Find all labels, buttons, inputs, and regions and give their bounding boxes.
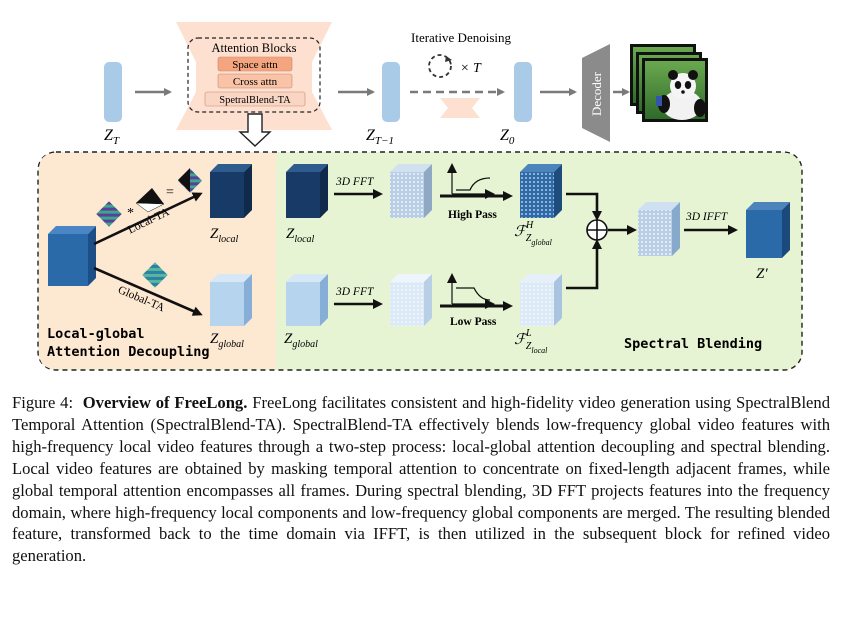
z-global-label-right: Zglobal xyxy=(284,331,318,350)
output-video-frames xyxy=(630,44,708,122)
mask-equals: = xyxy=(166,185,174,200)
f-low-sup: L xyxy=(525,328,532,339)
mask-b-white-icon xyxy=(135,202,165,213)
z-local-label-right: Zlocal xyxy=(286,226,315,245)
space-attn-box xyxy=(217,56,293,72)
zoom-down-arrow xyxy=(238,113,272,147)
z-prime-cube xyxy=(746,202,790,258)
z-global-cube-right xyxy=(286,274,328,326)
caption-body: FreeLong facilitates consistent and high… xyxy=(12,393,831,566)
attention-blocks-title: Attention Blocks xyxy=(211,41,296,55)
mask-global-icon xyxy=(142,262,168,288)
high-pass-filter-icon xyxy=(447,163,495,199)
low-pass-label: Low Pass xyxy=(450,316,497,328)
ifft-label: 3D IFFT xyxy=(685,211,729,223)
local-global-title-line2: Attention Decoupling xyxy=(47,344,210,360)
f-high-label: ℱZglobal xyxy=(514,224,553,247)
cross-attn-label: Cross attn xyxy=(233,76,278,88)
z-global-cube-left xyxy=(210,274,252,326)
denoise-mini-hourglass xyxy=(440,98,480,118)
denoise-loop-icon xyxy=(428,54,452,78)
attention-blocks-frame xyxy=(187,37,321,113)
spectralblend-box xyxy=(204,91,306,107)
freq-cube-local xyxy=(390,164,432,218)
blended-freq-cube xyxy=(638,202,680,256)
local-ta-arrow xyxy=(93,192,203,246)
freq-cube-global xyxy=(390,274,432,326)
space-attn-label: Space attn xyxy=(232,59,278,71)
spectralblend-label: SpetralBlend-TA xyxy=(219,95,291,106)
method-figure: ZT Attention Blocks Space attn Cross att… xyxy=(37,22,803,371)
cross-attn-box xyxy=(217,73,293,89)
decoder-block xyxy=(582,44,610,142)
mask-star: * xyxy=(127,206,134,221)
merge-line-high xyxy=(566,192,602,221)
z-local-cube-right xyxy=(286,164,328,218)
latent-zt1-bar xyxy=(382,62,400,122)
global-ta-arrow xyxy=(93,266,203,316)
mask-c-black-icon xyxy=(178,168,190,192)
f-low-label: ℱZlocal xyxy=(514,332,548,355)
low-pass-filter-icon xyxy=(447,273,495,309)
spectral-blending-title: Spectral Blending xyxy=(624,336,762,352)
z-local-cube-left xyxy=(210,164,252,218)
decoder-label: Decoder xyxy=(589,71,604,116)
mask-b-icon xyxy=(136,188,164,204)
latent-zt-bar xyxy=(104,62,122,122)
latent-zt1-label: ZT−1 xyxy=(366,127,394,147)
latent-z0-label: Z0 xyxy=(500,127,515,147)
caption-label: Figure 4: xyxy=(12,393,74,412)
fft-bottom-label: 3D FFT xyxy=(335,286,375,298)
high-pass-label: High Pass xyxy=(448,209,497,221)
f-low-cube xyxy=(520,274,562,326)
latent-zt-label: ZT xyxy=(104,127,120,147)
latent-z0-bar xyxy=(514,62,532,122)
figure-caption: Figure 4: Overview of FreeLong. FreeLong… xyxy=(12,392,830,567)
input-feature-cube xyxy=(48,226,96,286)
iterative-denoising-label: Iterative Denoising xyxy=(411,30,511,45)
caption-title: Overview of FreeLong. xyxy=(82,393,248,412)
z-global-label-left: Zglobal xyxy=(210,331,244,350)
z-local-label-left: Zlocal xyxy=(210,226,239,245)
merge-line-low xyxy=(566,239,602,290)
f-high-sup: H xyxy=(525,220,534,231)
denoise-loop-arrowhead-icon xyxy=(445,56,452,62)
f-high-cube xyxy=(520,164,562,218)
local-global-title-line1: Local-global xyxy=(47,326,145,342)
z-prime-label: Z′ xyxy=(756,266,768,282)
times-t-label: × T xyxy=(460,61,482,76)
fft-top-label: 3D FFT xyxy=(335,176,375,188)
